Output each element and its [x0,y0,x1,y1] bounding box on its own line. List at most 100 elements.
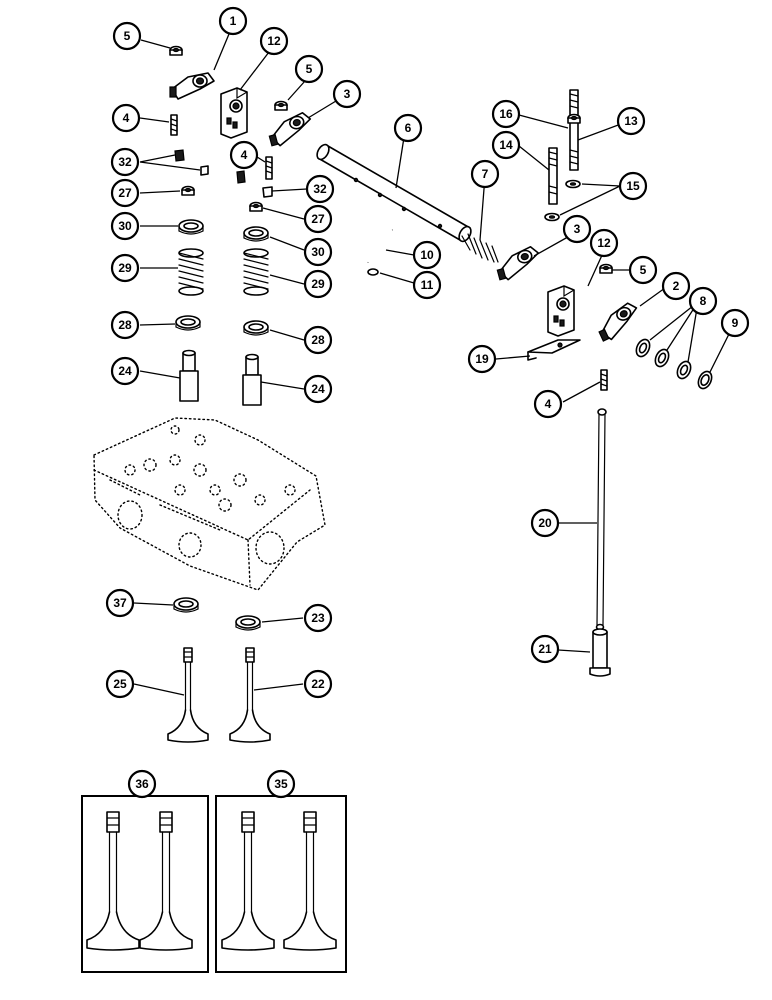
svg-text:15: 15 [626,179,640,193]
part-28-spring-seat-left [175,315,201,331]
callout-32-left: 32 [110,147,140,177]
callout-16: 16 [491,99,521,129]
svg-text:28: 28 [311,333,325,347]
part-24-valve-guide-left [179,349,199,402]
callout-36: 36 [127,769,157,799]
callout-11: 11 [412,270,442,300]
part-36-exhaust-valve-set-box [81,795,209,973]
part-3-rocker-arm-left [264,110,316,149]
svg-text:2: 2 [673,279,680,293]
svg-text:3: 3 [344,87,351,101]
part-28-spring-seat-center [243,320,269,336]
svg-text:35: 35 [274,777,288,791]
part-32-valve-keepers-center [236,170,273,198]
part-13-stud [569,89,579,171]
part-35-intake-valve-set-box [215,795,347,973]
callout-8: 8 [688,286,718,316]
callout-2: 2 [661,271,691,301]
part-4-adjuster-screw-center [265,156,273,180]
part-9-circlip [697,370,713,390]
svg-text:10: 10 [420,248,434,262]
svg-text:30: 30 [118,219,132,233]
svg-text:23: 23 [311,611,325,625]
callout-27-left: 27 [110,178,140,208]
callout-5-right: 5 [628,255,658,285]
part-23-valve-seat-insert [235,615,261,631]
svg-text:27: 27 [311,212,325,226]
callout-10: 10 [412,240,442,270]
svg-text:20: 20 [538,516,552,530]
svg-text:25: 25 [113,677,127,691]
callout-12-right: 12 [589,228,619,258]
part-12-rocker-bracket-right [547,285,575,337]
svg-text:24: 24 [311,382,325,396]
part-5-nut-mid [274,100,288,111]
part-24-valve-guide-center [242,353,262,406]
part-5-nut-right [599,263,613,274]
svg-text:29: 29 [118,261,132,275]
part-27-cap-center [249,201,263,212]
svg-text:22: 22 [311,677,325,691]
part-6-rocker-shaft [316,143,472,243]
svg-text:16: 16 [499,107,513,121]
svg-text:36: 36 [135,777,149,791]
cylinder-head [93,417,326,591]
svg-text:4: 4 [241,148,248,162]
svg-text:5: 5 [640,263,647,277]
svg-text:3: 3 [574,222,581,236]
part-11-washer [367,268,379,276]
part-29-valve-spring-left [178,248,204,296]
svg-text:5: 5 [306,62,313,76]
svg-text:32: 32 [313,182,327,196]
svg-text:8: 8 [700,294,707,308]
svg-text:30: 30 [311,245,325,259]
part-7-shaft-spring [461,233,499,263]
callout-28-left: 28 [110,310,140,340]
callout-29-center: 29 [303,269,333,299]
callout-35: 35 [266,769,296,799]
callout-22: 22 [303,669,333,699]
callout-6: 6 [393,113,423,143]
svg-text:1: 1 [230,14,237,28]
part-2-rocker-arm [592,299,645,344]
part-22-intake-valve [229,647,271,743]
callout-1: 1 [218,6,248,36]
svg-text:4: 4 [545,397,552,411]
part-30-spring-retainer-left [178,219,204,235]
callout-3-right: 3 [562,214,592,244]
callout-14: 14 [491,130,521,160]
svg-text:7: 7 [482,167,489,181]
callout-30-center: 30 [303,237,333,267]
callout-24-center: 24 [303,374,333,404]
svg-text:6: 6 [405,121,412,135]
part-19-bracket-plate [527,339,581,361]
callout-25: 25 [105,669,135,699]
svg-text:5: 5 [124,29,131,43]
callout-29-left: 29 [110,253,140,283]
svg-text:32: 32 [118,155,132,169]
svg-text:37: 37 [113,596,127,610]
part-10-oil-pipe [366,228,393,263]
part-1-rocker-arm [169,72,215,100]
callout-12-left: 12 [259,26,289,56]
part-15-washers [544,179,581,222]
part-14-stud [548,147,558,205]
part-4-adjuster-screw-left [170,114,178,136]
part-12-rocker-bracket-left [220,87,248,139]
part-29-valve-spring-center [243,248,269,296]
part-32-valve-keepers-left [174,149,209,176]
svg-text:14: 14 [499,138,513,152]
part-5-nut-top-left [169,45,183,56]
callout-3-left: 3 [332,79,362,109]
part-27-cap-left [181,185,195,196]
callout-30-left: 30 [110,211,140,241]
callout-7: 7 [470,159,500,189]
callout-9: 9 [720,308,750,338]
callout-27-center: 27 [303,204,333,234]
part-20-push-rod [595,408,607,631]
part-16-nut [567,113,581,124]
callout-4-right: 4 [533,389,563,419]
svg-text:9: 9 [732,316,739,330]
svg-text:13: 13 [624,114,638,128]
